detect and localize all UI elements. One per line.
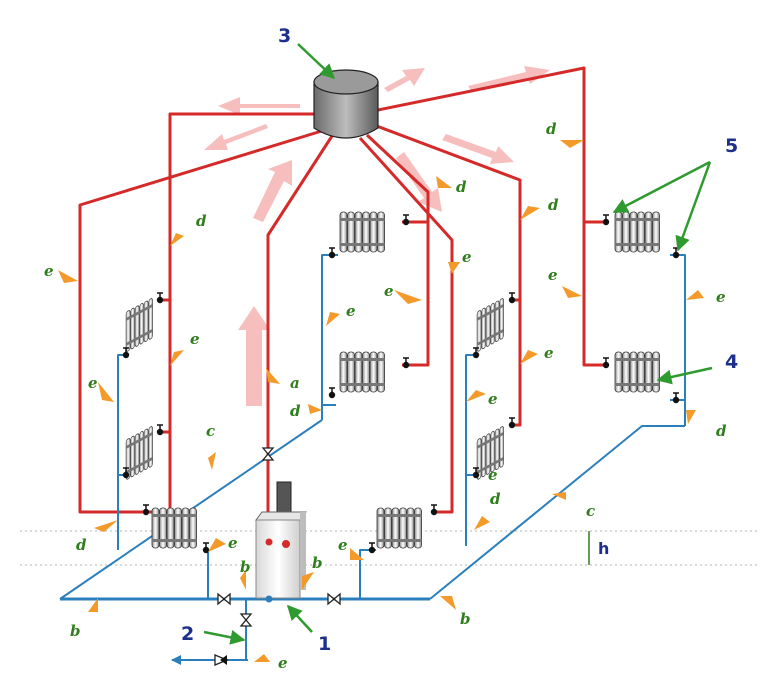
- svg-text:e: e: [548, 266, 558, 284]
- radiator-icon: [376, 507, 422, 549]
- svg-text:d: d: [290, 402, 301, 420]
- svg-text:b: b: [312, 554, 323, 572]
- svg-text:c: c: [206, 422, 215, 440]
- svg-text:e: e: [346, 302, 356, 320]
- expansion-tank-icon: [313, 69, 379, 139]
- supply-pipes: [78, 66, 606, 540]
- svg-text:d: d: [548, 196, 559, 214]
- flow-arrows: [204, 66, 550, 406]
- svg-text:d: d: [196, 212, 207, 230]
- svg-text:e: e: [488, 390, 498, 408]
- radiator-icon: [339, 351, 385, 393]
- radiator-icon: [614, 211, 660, 253]
- label-number-1: 1: [318, 633, 331, 655]
- valve-icon: [327, 593, 341, 605]
- svg-text:d: d: [76, 536, 87, 554]
- svg-text:e: e: [278, 654, 288, 672]
- svg-text:b: b: [240, 558, 251, 576]
- check-valve-icon: [214, 654, 229, 666]
- label-h: h: [598, 539, 609, 558]
- radiator-taps: [122, 214, 680, 554]
- svg-text:d: d: [490, 490, 501, 508]
- label-number-2: 2: [181, 623, 194, 645]
- radiator-icon: [151, 507, 197, 549]
- label-number-5: 5: [725, 135, 738, 157]
- radiator-icon: [339, 211, 385, 253]
- valve-icon: [217, 593, 231, 605]
- svg-text:d: d: [546, 120, 557, 138]
- svg-text:e: e: [462, 248, 472, 266]
- svg-text:e: e: [544, 344, 554, 362]
- radiator-icon: [476, 297, 505, 353]
- label-number-4: 4: [725, 351, 738, 373]
- radiator-icon: [125, 297, 154, 353]
- svg-text:e: e: [384, 282, 394, 300]
- radiator-icon: [614, 351, 660, 393]
- svg-text:e: e: [88, 374, 98, 392]
- label-number-3: 3: [278, 25, 291, 47]
- svg-text:c: c: [586, 502, 595, 520]
- svg-text:b: b: [70, 622, 81, 640]
- pointer-arrows: [203, 43, 713, 645]
- letter-labels: d e e e c d e b b b e e a d e d e d d e …: [44, 120, 727, 672]
- svg-text:b: b: [460, 610, 471, 628]
- svg-text:e: e: [44, 262, 54, 280]
- svg-text:e: e: [228, 534, 238, 552]
- return-pipes: [59, 254, 686, 665]
- radiator-icon: [125, 425, 154, 481]
- svg-text:a: a: [290, 374, 300, 392]
- svg-text:d: d: [716, 422, 727, 440]
- svg-text:d: d: [456, 178, 467, 196]
- valve-icon: [240, 613, 252, 627]
- svg-text:e: e: [716, 288, 726, 306]
- svg-text:e: e: [190, 330, 200, 348]
- svg-text:e: e: [488, 466, 498, 484]
- boiler-icon: [255, 481, 307, 603]
- svg-text:e: e: [338, 536, 348, 554]
- label-arrows: [58, 140, 704, 662]
